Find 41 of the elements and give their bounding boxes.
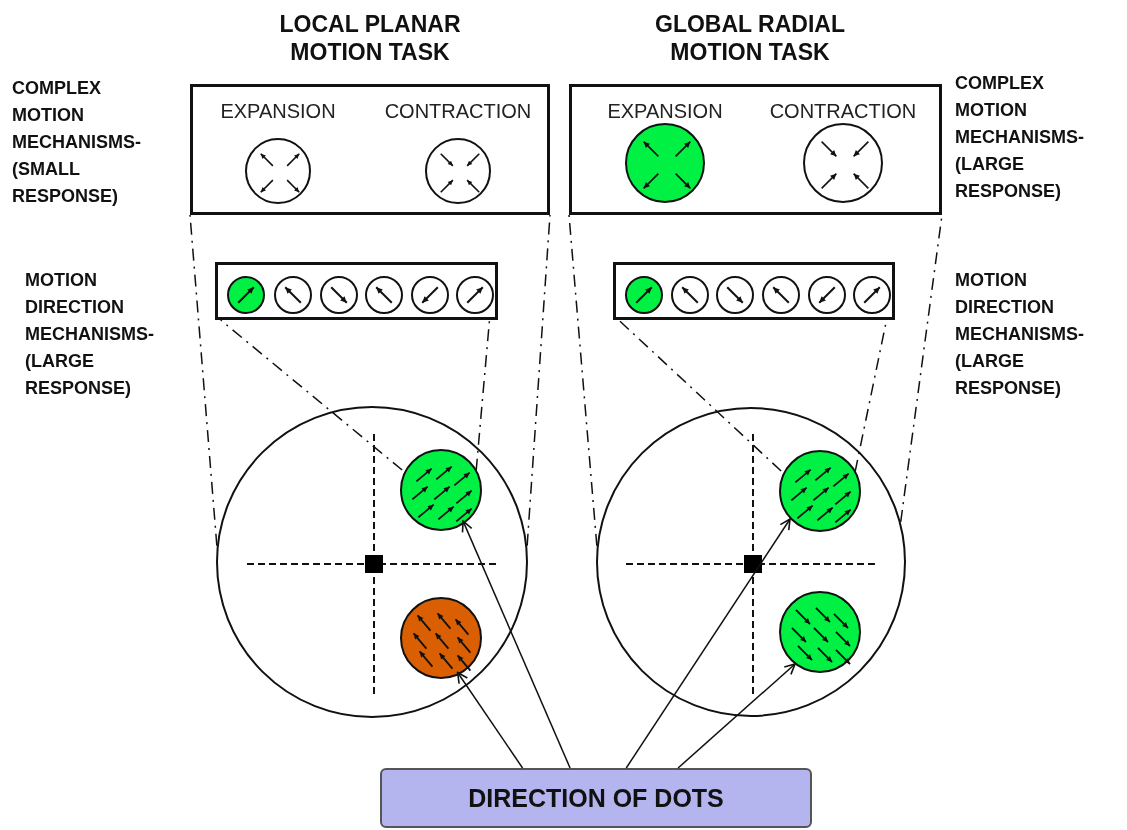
dot-patch <box>400 449 482 531</box>
arrow <box>625 518 791 769</box>
mechanism-panel <box>569 84 942 215</box>
direction-detector-circle <box>762 276 800 314</box>
direction-detector-circle <box>227 276 265 314</box>
projection-line <box>475 319 491 472</box>
direction-detector-circle <box>365 276 403 314</box>
direction-detector-circle <box>456 276 494 314</box>
direction-detector-circle <box>320 276 358 314</box>
direction-detector-circle <box>808 276 846 314</box>
mechanism-strip <box>215 262 498 320</box>
direction-detector-circle <box>411 276 449 314</box>
side-label: MOTION DIRECTION MECHANISMS- (LARGE RESPONSE) <box>25 269 155 400</box>
direction-detector-circle <box>671 276 709 314</box>
projection-line <box>617 319 782 472</box>
side-label: MOTION DIRECTION MECHANISMS- (LARGE RESPONSE) <box>955 269 1085 400</box>
panel-title: LOCAL PLANAR MOTION TASK <box>278 10 462 66</box>
visual-field-circle <box>596 407 906 717</box>
projection-line <box>219 319 403 471</box>
mechanism-strip <box>613 262 895 320</box>
direction-detector-circle <box>716 276 754 314</box>
panel-title: GLOBAL RADIAL MOTION TASK <box>654 10 846 66</box>
projection-line <box>568 214 598 547</box>
projection-line <box>189 214 218 547</box>
projection-line <box>526 214 551 547</box>
dot-patch <box>779 450 861 532</box>
side-label: COMPLEX MOTION MECHANISMS- (SMALL RESPONSE) <box>12 77 142 208</box>
mechanism-label: EXPANSION <box>606 99 724 123</box>
mechanism-label: CONTRACTION <box>383 99 533 123</box>
arrow <box>461 520 571 769</box>
process-box: DIRECTION OF DOTS <box>380 768 812 828</box>
mechanism-panel <box>190 84 550 215</box>
arrow <box>677 663 796 769</box>
mechanism-label: CONTRACTION <box>768 99 918 123</box>
side-label: COMPLEX MOTION MECHANISMS- (LARGE RESPONSE) <box>955 72 1085 203</box>
arrow <box>456 671 524 769</box>
direction-detector-circle <box>625 276 663 314</box>
visual-field-circle <box>216 406 528 718</box>
direction-detector-circle <box>274 276 312 314</box>
mechanism-label: EXPANSION <box>219 99 337 123</box>
direction-detector-circle <box>853 276 891 314</box>
